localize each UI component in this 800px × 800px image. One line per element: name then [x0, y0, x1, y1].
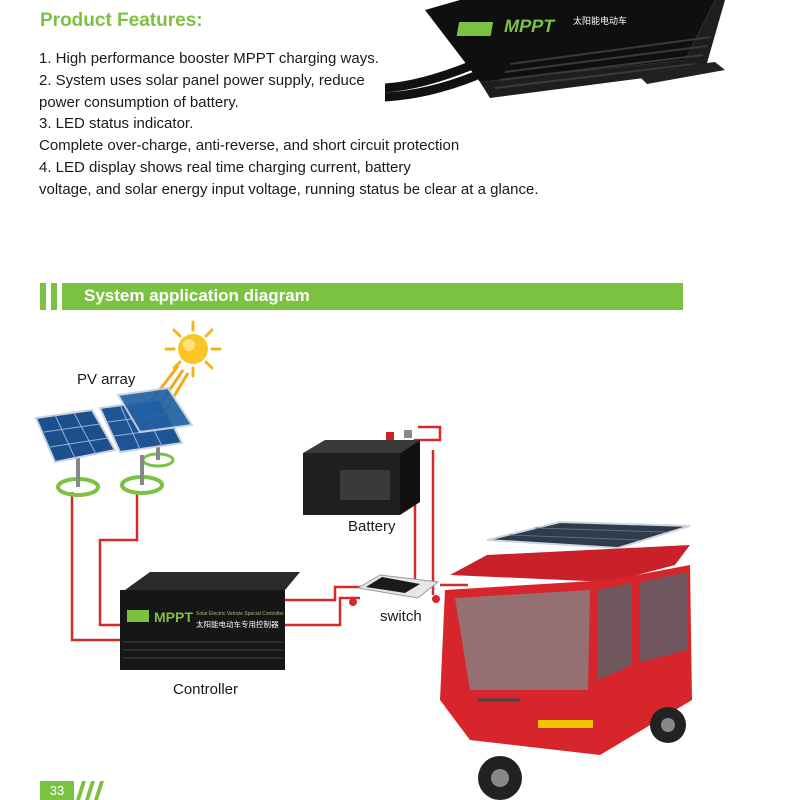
- section-bar-stripe: [40, 283, 46, 310]
- battery-icon: [303, 430, 420, 515]
- section-bar-stripe: [51, 283, 57, 310]
- feature-line: power consumption of battery.: [39, 93, 239, 111]
- pv-array-label: PV array: [77, 371, 136, 388]
- brand-logo: [456, 22, 494, 36]
- battery-label: Battery: [348, 518, 396, 535]
- feature-line: Complete over-charge, anti-reverse, and …: [39, 137, 460, 155]
- mppt-controller-photo: MPPT 太阳能电动车: [385, 0, 725, 102]
- switch-label: switch: [380, 608, 422, 625]
- footer-stripes-icon: [76, 781, 104, 800]
- section-bar-fill: [62, 283, 683, 310]
- electric-tricycle-image: [440, 520, 692, 800]
- feature-line: 1. High performance booster MPPT chargin…: [39, 50, 379, 67]
- page-footer: 33: [40, 778, 120, 800]
- controller-icon: MPPT Solar Electric Vehicle Special Cont…: [120, 572, 300, 670]
- feature-line: voltage, and solar energy input voltage,…: [39, 180, 539, 198]
- controller-brand: MPPT: [154, 609, 193, 625]
- brand-subtitle: 太阳能电动车: [573, 15, 627, 27]
- section-title: System application diagram: [84, 286, 310, 305]
- controller-subtitle-cn: 太阳能电动车专用控制器: [196, 619, 279, 629]
- features-title: Product Features:: [40, 10, 203, 31]
- controller-label: Controller: [173, 681, 239, 698]
- switch-icon: [349, 574, 440, 606]
- controller-subtitle-en: Solar Electric Vehicle Special Controlle…: [196, 611, 284, 617]
- solar-panel-icon: [34, 386, 194, 464]
- system-diagram: MPPT Solar Electric Vehicle Special Cont…: [34, 320, 692, 800]
- section-header-bar: System application diagram: [40, 283, 683, 310]
- ground-ring-icon: [56, 452, 175, 497]
- sun-icon: [164, 320, 222, 378]
- feature-line: 4. LED display shows real time charging …: [39, 158, 411, 176]
- brand-text: MPPT: [502, 16, 556, 36]
- feature-line: 3. LED status indicator.: [39, 115, 194, 133]
- feature-line: 2. System uses solar panel power supply,…: [39, 71, 365, 89]
- page-number: 33: [40, 781, 74, 800]
- features-list: 1. High performance booster MPPT chargin…: [39, 48, 599, 201]
